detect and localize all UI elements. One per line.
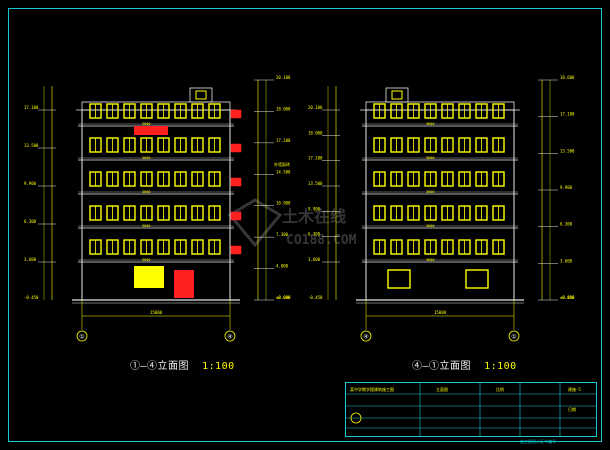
view2-level-left: 20.100 <box>308 105 323 110</box>
view1-level-right: 20.100 <box>276 75 291 80</box>
view1-level-right: 4.000 <box>276 264 289 269</box>
view1-shopfront <box>134 266 164 288</box>
view2-ground-level-right: -0.450 <box>560 295 575 300</box>
view2-level-right: 6.300 <box>560 222 573 227</box>
view1-dim-label: 3600 <box>142 224 150 228</box>
view1-stair-tower <box>189 87 213 103</box>
title-block-logo <box>350 412 362 424</box>
view2-stair-tower <box>385 87 409 103</box>
title-block-drawing-no: 建施-5 <box>568 387 581 392</box>
view2-dim-label: 3600 <box>426 224 434 228</box>
view2-title: ④—①立面图 <box>412 361 472 372</box>
view1-balcony <box>230 143 242 153</box>
view2-dim-label: 3600 <box>426 190 434 194</box>
view2-axis-bubble-left <box>360 330 372 342</box>
view1-axis-label-left: ① <box>79 334 84 341</box>
view2-level-right: 17.100 <box>560 112 575 117</box>
view1-width-label: 15000 <box>150 310 163 315</box>
view2-level-left: 18.000 <box>308 130 323 135</box>
view2-level-right: 3.600 <box>560 258 573 263</box>
view2-dim-label: 3600 <box>426 156 434 160</box>
view1-parapet <box>81 101 231 111</box>
view2-ground-window <box>465 269 489 289</box>
view2-level-right: 13.500 <box>560 148 575 153</box>
watermark-logo-mark <box>227 198 283 248</box>
view1-balcony <box>230 245 242 255</box>
view1-dim-label: 3600 <box>142 122 150 126</box>
view1-level-right: 10.900 <box>276 201 291 206</box>
view1-entrance-door <box>174 270 194 298</box>
view1-level-right: ±0.000 <box>276 295 291 300</box>
view2-axis-label-left: ④ <box>363 334 368 341</box>
view2-caption: ④—①立面图 1:100 <box>412 357 517 372</box>
view2-width-label: 15000 <box>434 310 447 315</box>
view2-axis-label-right: ① <box>511 334 516 341</box>
title-block-date-label: 日期 <box>568 407 576 412</box>
view1-level-left: 9.900 <box>24 181 37 186</box>
view1-balcony <box>230 211 242 221</box>
view2-ground-window <box>387 269 411 289</box>
watermark-cn: 土木在线 <box>282 207 346 226</box>
view2-level-left: 13.500 <box>308 181 323 186</box>
view1-stair-window <box>195 90 207 100</box>
drawing-frame <box>8 8 602 442</box>
view1-level-right: 17.100 <box>276 138 291 143</box>
view1-ground-level-right: ±0.000 <box>276 295 291 300</box>
watermark-en: CO188.COM <box>286 233 357 248</box>
view1-level-left: 17.100 <box>24 105 39 110</box>
view1-balcony <box>230 177 242 187</box>
view1-top-balcony-rail <box>134 126 168 135</box>
view1-level-left: 3.600 <box>24 257 37 262</box>
view1-level-left: 13.500 <box>24 143 39 148</box>
view2-level-left: 3.600 <box>308 257 321 262</box>
view1-level-left: 6.300 <box>24 219 37 224</box>
view1-level-right: 7.300 <box>276 232 289 237</box>
view1-level-right: 18.000 <box>276 106 291 111</box>
view1-axis-bubble-left <box>76 330 88 342</box>
view2-level-left: 9.900 <box>308 206 321 211</box>
view2-parapet <box>365 101 515 111</box>
view2-ground-level-left: -0.450 <box>308 295 323 300</box>
view2-axis-bubble-right <box>508 330 520 342</box>
view2-level-left: 6.300 <box>308 232 321 237</box>
watermark: 土木在线 CO188.COM <box>227 198 357 248</box>
view1-dim-label: 3600 <box>142 190 150 194</box>
view2 <box>322 79 558 342</box>
view2-level-right: ±0.000 <box>560 295 575 300</box>
title-block: 某中学教学楼建筑施工图 立面图 比例 建施-5 日期 <box>345 382 597 437</box>
title-block-footer: 施工图设计证书编号 <box>520 439 556 444</box>
title-block-drawing-name: 立面图 <box>436 387 448 392</box>
view2-level-right: 18.600 <box>560 75 575 80</box>
view1-balcony <box>230 109 242 119</box>
view1-annotation: 外墙面砖 <box>274 161 290 167</box>
view1 <box>38 79 274 342</box>
view1-scale: 1:100 <box>202 361 235 372</box>
view1-axis-bubble-right <box>224 330 236 342</box>
view1-ground-level-left: -0.450 <box>24 295 39 300</box>
view2-dim-label: 3600 <box>426 258 434 262</box>
title-block-project: 某中学教学楼建筑施工图 <box>350 387 394 392</box>
view2-level-left: 17.100 <box>308 156 323 161</box>
view1-dim-label: 3600 <box>142 258 150 262</box>
view1-caption: ①—④立面图 1:100 <box>130 357 235 372</box>
view2-scale: 1:100 <box>484 361 517 372</box>
view2-stair-window <box>391 90 403 100</box>
view2-level-right: 9.900 <box>560 185 573 190</box>
view1-level-right: 14.500 <box>276 169 291 174</box>
view2-dim-label: 3600 <box>426 122 434 126</box>
view1-title: ①—④立面图 <box>130 361 190 372</box>
title-block-grid <box>345 382 597 437</box>
view1-axis-label-right: ④ <box>227 334 232 341</box>
title-block-scale-label: 比例 <box>496 387 504 392</box>
view1-dim-label: 3600 <box>142 156 150 160</box>
